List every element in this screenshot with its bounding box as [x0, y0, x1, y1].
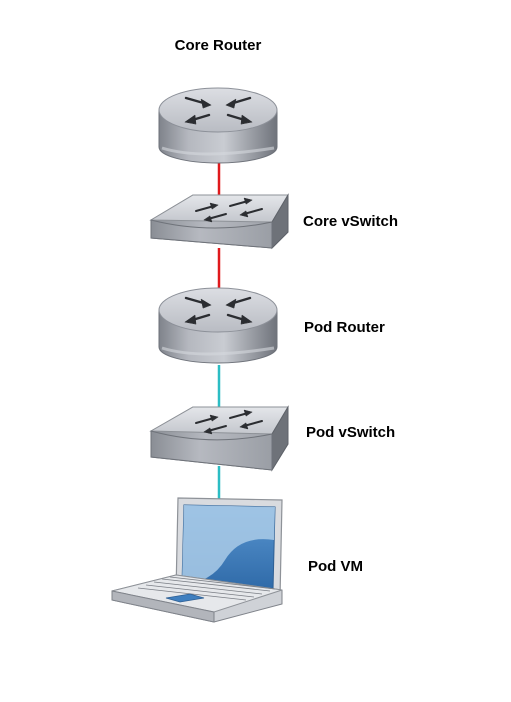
pod-vm-label: Pod VM: [308, 558, 363, 575]
pod-vswitch-icon[interactable]: [149, 405, 289, 472]
core-vswitch-label: Core vSwitch: [303, 213, 399, 230]
core-router-label: Core Router: [174, 37, 262, 54]
pod-router-label: Pod Router: [304, 319, 385, 336]
pod-router-icon[interactable]: [158, 287, 278, 364]
pod-vswitch-label: Pod vSwitch: [306, 424, 396, 441]
laptop-icon[interactable]: [111, 497, 283, 623]
core-vswitch-icon[interactable]: [149, 193, 289, 250]
core-router-icon[interactable]: [158, 87, 278, 164]
